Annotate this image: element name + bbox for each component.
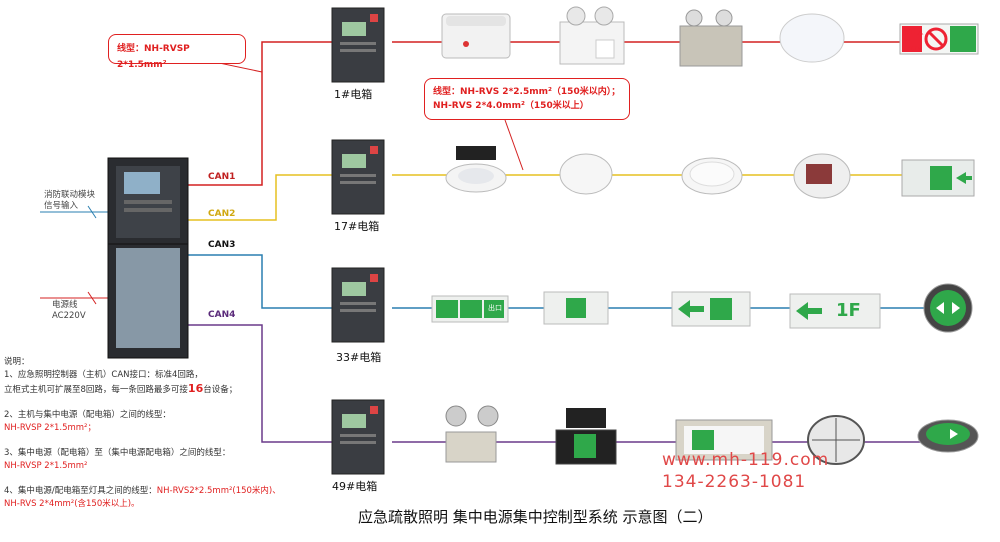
callout-mid-leader <box>504 119 524 171</box>
distribution-box-17 <box>331 139 385 215</box>
power-label: 电源线 AC220V <box>52 300 86 321</box>
fixture-floor-sign <box>789 293 881 329</box>
note-4: 4、集中电源/配电箱至灯具之间的线型：NH-RVS2*2.5mm²(150米内)… <box>4 486 281 496</box>
can3-label: CAN3 <box>208 240 236 250</box>
fixture-no-entry-sign <box>899 23 979 55</box>
note-1-count: 16 <box>187 382 204 395</box>
fixture-explosion-proof-twin-light <box>679 9 743 67</box>
input-signal-label: 消防联动模块 信号输入 <box>44 190 96 211</box>
callout-mid: 线型：NH-RVS 2*2.5mm²（150米以内）； NH-RVS 2*4.0… <box>424 78 630 120</box>
fixture-explosion-proof-exit-sign <box>555 408 617 465</box>
note-1a: 1、应急照明控制器（主机）CAN接口：标准4回路， <box>4 370 203 380</box>
callout-mid-line2: NH-RVS 2*4.0mm²（150米以上） <box>433 101 589 111</box>
callout-top: 线型：NH-RVSP 2*1.5mm² <box>108 34 246 70</box>
can4-label: CAN4 <box>208 310 236 320</box>
callout-top-text: 线型：NH-RVSP 2*1.5mm² <box>117 44 190 70</box>
box-label-1: 1#电箱 <box>334 88 373 101</box>
fixture-bulkhead-light <box>807 415 865 465</box>
no-entry-sign-text: 禁止入内 Entry <box>904 28 924 52</box>
fixture-heavy-exit-sign <box>675 419 773 461</box>
box-label-17: 17#电箱 <box>334 220 380 233</box>
fixture-panel-light <box>681 157 743 195</box>
note-1: 立柜式主机可扩展至8回路，每一条回路最多可接16台设备； <box>4 382 238 395</box>
fixture-explosion-proof-twin-head <box>445 405 499 463</box>
can4-wire-controller <box>188 324 332 443</box>
notes: 说明： 1、应急照明控制器（主机）CAN接口：标准4回路， 立柜式主机可扩展至8… <box>4 356 334 511</box>
can1-label: CAN1 <box>208 172 236 182</box>
distribution-box-1 <box>331 7 385 83</box>
fixture-exit-left-arrow-sign <box>671 291 751 327</box>
fixture-floor-arrow-sign <box>917 419 979 453</box>
phone-text: 134-2263-1081 <box>662 472 807 492</box>
fixture-dome-light <box>559 153 613 195</box>
floor-sign-text: 1F <box>836 300 861 321</box>
distribution-box-33 <box>331 267 385 343</box>
can1-wire-controller <box>188 41 332 186</box>
note-4-value: NH-RVS 2*4mm²(含150米以上)。 <box>4 499 140 509</box>
box-label-49: 49#电箱 <box>332 480 378 493</box>
fixture-downlight <box>445 146 507 193</box>
note-2: 2、主机与集中电源（配电箱）之间的线型： <box>4 410 171 420</box>
controller-cabinet <box>107 157 189 359</box>
fixture-square-emergency-light <box>793 153 851 199</box>
note-3: 3、集中电源（配电箱）至（集中电源配电箱）之间的线型： <box>4 448 231 458</box>
fixture-ceiling-light <box>779 13 845 63</box>
fixture-exit-sign <box>431 295 509 323</box>
distribution-box-49 <box>331 399 385 475</box>
notes-heading: 说明： <box>4 357 30 367</box>
box-label-33: 33#电箱 <box>336 351 382 364</box>
can2-label: CAN2 <box>208 209 236 219</box>
can3-wire-controller <box>188 254 332 309</box>
diagram-title: 应急疏散照明 集中电源集中控制型系统 示意图（二） <box>358 508 713 526</box>
note-2-value: NH-RVSP 2*1.5mm²； <box>4 423 96 433</box>
website-text: www.mh-119.com <box>662 450 830 470</box>
callout-mid-line1: 线型：NH-RVS 2*2.5mm²（150米以内）； <box>433 87 621 97</box>
fixture-round-arrow-sign <box>923 283 973 333</box>
exit-sign-text: 出口 <box>488 304 502 312</box>
can2-wire-controller <box>188 174 332 221</box>
fixture-exit-arrow-sign-row2 <box>901 159 975 197</box>
fixture-tube-light <box>441 13 511 59</box>
note-3-value: NH-RVSP 2*1.5mm² <box>4 461 88 471</box>
fixture-exit-arrow-sign-small <box>543 291 609 325</box>
fixture-twin-spot-light <box>559 6 625 65</box>
